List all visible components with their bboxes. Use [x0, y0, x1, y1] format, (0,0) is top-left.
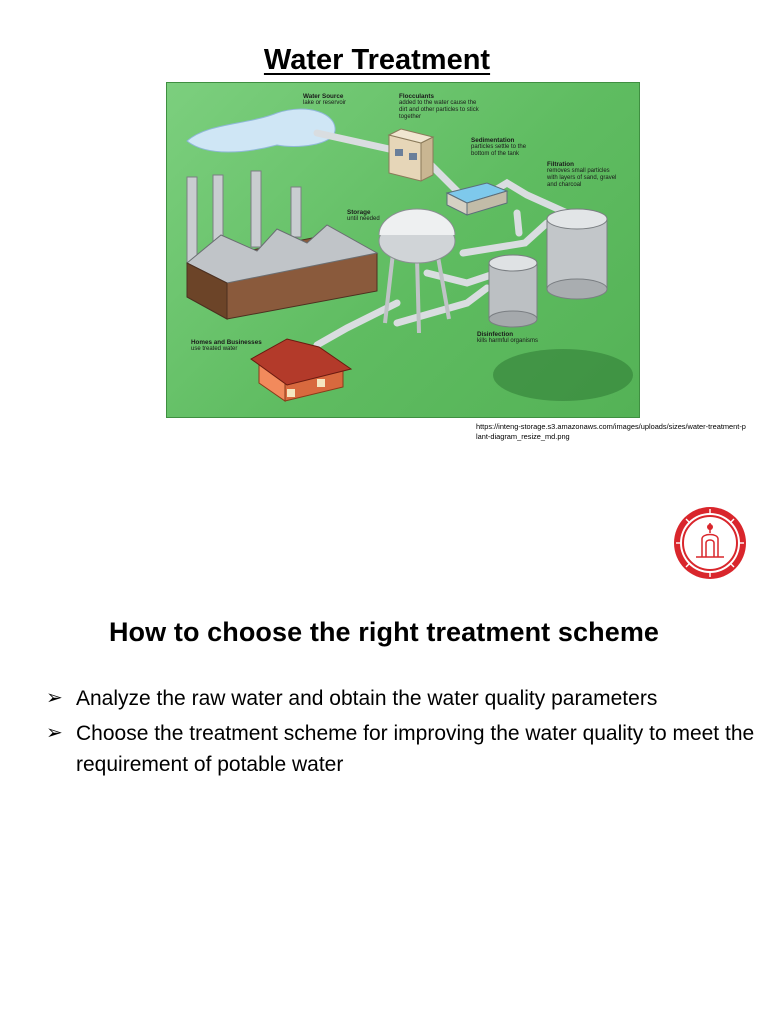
image-source-url: https://inteng-storage.s3.amazonaws.com/…	[476, 422, 746, 441]
diagram-illustration	[186, 108, 633, 402]
slide-title: Water Treatment	[263, 44, 491, 76]
bullet-text: Choose the treatment scheme for improvin…	[76, 722, 755, 776]
institute-logo	[674, 507, 746, 579]
bullet-list: ➢ Analyze the raw water and obtain the w…	[46, 683, 761, 784]
bullet-text: Analyze the raw water and obtain the wat…	[76, 687, 658, 710]
section-heading: How to choose the right treatment scheme	[108, 617, 660, 647]
arrow-bullet-icon: ➢	[46, 722, 63, 744]
arrow-bullet-icon: ➢	[46, 687, 63, 709]
bullet-item: ➢ Analyze the raw water and obtain the w…	[46, 683, 761, 714]
bullet-item: ➢ Choose the treatment scheme for improv…	[46, 718, 761, 780]
